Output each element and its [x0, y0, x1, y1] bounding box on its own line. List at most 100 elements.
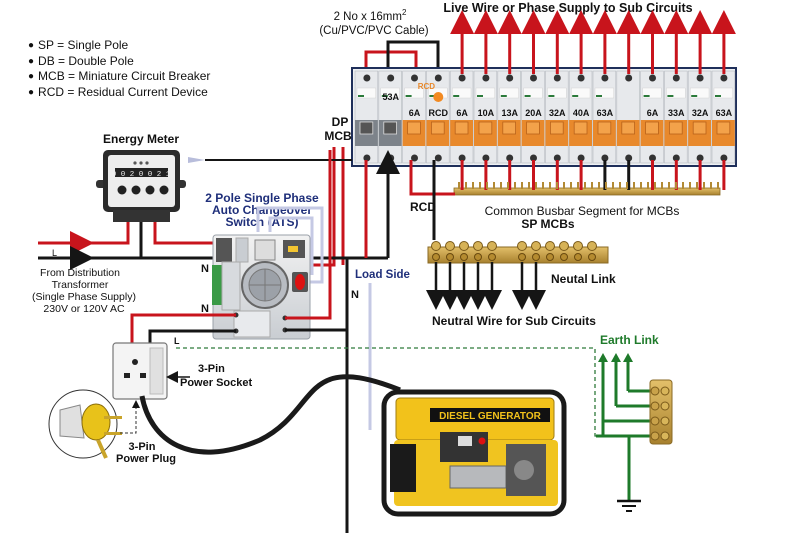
terminal-screw-icon	[363, 74, 371, 82]
earth-link-label: Earth Link	[600, 333, 659, 347]
terminal-screw-icon	[387, 74, 395, 82]
neutral-link-screw	[559, 241, 569, 251]
dp-mcb-label-2: MCB	[324, 129, 352, 143]
n-label-1: N	[201, 263, 209, 275]
dp-mcb-label-1: DP	[332, 115, 349, 129]
ats-control-loop	[256, 206, 324, 284]
terminal-screw-icon	[625, 154, 633, 162]
neutral-link-screw	[573, 241, 583, 251]
breaker-rating: 6A	[409, 108, 421, 118]
breaker-6a[interactable]: 6A	[449, 70, 474, 164]
cable-neutral	[386, 40, 440, 74]
terminal-screw-icon	[411, 154, 418, 162]
terminal-screw-icon	[530, 74, 537, 82]
rcd-test-button[interactable]	[433, 92, 444, 102]
svg-text:230V or 120V AC: 230V or 120V AC	[43, 303, 125, 315]
source-label: From Distribution Transformer (Single Ph…	[32, 267, 136, 315]
sp-mcbs-label: SP MCBs	[521, 217, 574, 231]
breaker-53a[interactable]: 53A	[378, 70, 402, 164]
neutral-link-screw	[587, 241, 597, 251]
terminal-screw-icon	[720, 154, 728, 162]
breaker-rating: 63A	[716, 108, 733, 118]
neutral-link-hole	[560, 253, 568, 261]
n-label-3: N	[351, 289, 359, 301]
legend-item: SP = Single Pole	[28, 38, 210, 54]
neutral-link-hole	[574, 253, 582, 261]
neutral-link-hole	[432, 253, 440, 261]
breaker-20a[interactable]: 20A	[521, 70, 545, 164]
svg-text:(Single Phase Supply): (Single Phase Supply)	[32, 291, 136, 303]
terminal-screw-icon	[553, 74, 561, 82]
socket-label-1: 3-Pin	[198, 363, 225, 375]
socket-label-2: Power Socket	[180, 377, 252, 389]
terminal-screw-icon	[672, 74, 680, 82]
breaker-33a[interactable]: 33A	[664, 70, 688, 164]
earth-link-terminal	[649, 379, 673, 445]
meter-to-ats-live	[153, 222, 230, 245]
ats-to-socket-neutral	[148, 329, 236, 345]
rcd-to-busbar-wire	[409, 160, 455, 196]
busbar-label: Common Busbar Segment for MCBs	[485, 204, 680, 218]
neutral-link	[427, 241, 609, 264]
breaker-10a[interactable]: 10A	[473, 70, 498, 164]
meter-reading: 0 0 2 0 0 2 1	[112, 171, 171, 179]
breaker-rcd[interactable]: RCD	[426, 70, 450, 164]
svg-text:Transformer: Transformer	[52, 279, 109, 291]
svg-text:(Cu/PVC/PVC Cable): (Cu/PVC/PVC Cable)	[319, 25, 428, 37]
neutral-link-screw	[459, 241, 469, 251]
ats-control-loop-2	[268, 216, 314, 275]
neutral-link-hole	[518, 253, 526, 261]
neutral-link-hole	[588, 253, 596, 261]
breaker-63a[interactable]: 63A	[592, 70, 617, 164]
breaker-dp[interactable]	[354, 70, 379, 164]
terminal-screw-icon	[387, 154, 395, 162]
breaker-rating: 13A	[501, 108, 518, 118]
neutral-link-hole	[546, 253, 554, 261]
breaker-40a[interactable]: 40A	[568, 70, 593, 164]
neutral-link-screw	[517, 241, 527, 251]
power-socket	[112, 342, 168, 400]
terminal-screw-icon	[363, 154, 371, 162]
neutral-link-hole	[488, 253, 496, 261]
terminal-screw-icon	[601, 74, 609, 82]
terminal-screw-icon	[458, 74, 466, 82]
breaker-32a[interactable]: 32A	[545, 70, 569, 164]
breaker-rating: 40A	[573, 108, 590, 118]
plug-label-1: 3-Pin	[129, 441, 156, 453]
terminal-screw-icon	[482, 74, 490, 82]
cable-label: 2 No x 16mm2 (Cu/PVC/PVC Cable)	[319, 8, 428, 37]
diesel-generator: DIESEL GENERATOR	[381, 389, 567, 517]
cable-live	[364, 50, 418, 74]
terminal-screw-icon	[601, 154, 609, 162]
breaker-rating: 32A	[549, 108, 566, 118]
rcd-label: RCD	[410, 200, 436, 214]
generator-label: DIESEL GENERATOR	[439, 411, 541, 422]
terminal-screw-icon	[506, 74, 514, 82]
breaker-63a[interactable]: 63A	[711, 70, 736, 164]
live-wire-label: Live Wire or Phase Supply to Sub Circuit…	[443, 1, 692, 15]
breaker-rating: 6A	[647, 108, 659, 118]
breaker-6a[interactable]: 6A	[640, 70, 664, 164]
breaker-13a[interactable]: 13A	[497, 70, 521, 164]
neutral-link-hole	[446, 253, 454, 261]
breaker-6a[interactable]: 6A	[402, 70, 426, 164]
plug-pointer-icon	[120, 400, 140, 434]
neutral-link-hole	[460, 253, 468, 261]
neutral-link-screw	[531, 241, 541, 251]
breaker-rating: 53A	[382, 92, 399, 102]
neutral-link-screw	[431, 241, 441, 251]
breaker-32a[interactable]: 32A	[687, 70, 712, 164]
svg-text:From Distribution: From Distribution	[40, 267, 120, 279]
ats-label-1: 2 Pole Single Phase	[205, 191, 319, 205]
breaker-blank[interactable]	[616, 70, 640, 164]
load-side-label: Load Side	[355, 269, 410, 281]
ats-to-socket-live	[130, 313, 236, 345]
terminal-screw-icon	[696, 74, 704, 82]
svg-text:2 No x 16mm2: 2 No x 16mm2	[334, 8, 407, 23]
incoming-live-wire	[38, 222, 130, 245]
terminal-screw-icon	[577, 154, 585, 162]
terminal-screw-icon	[696, 154, 704, 162]
terminal-screw-icon	[720, 74, 728, 82]
breaker-rating: RCD	[429, 108, 449, 118]
